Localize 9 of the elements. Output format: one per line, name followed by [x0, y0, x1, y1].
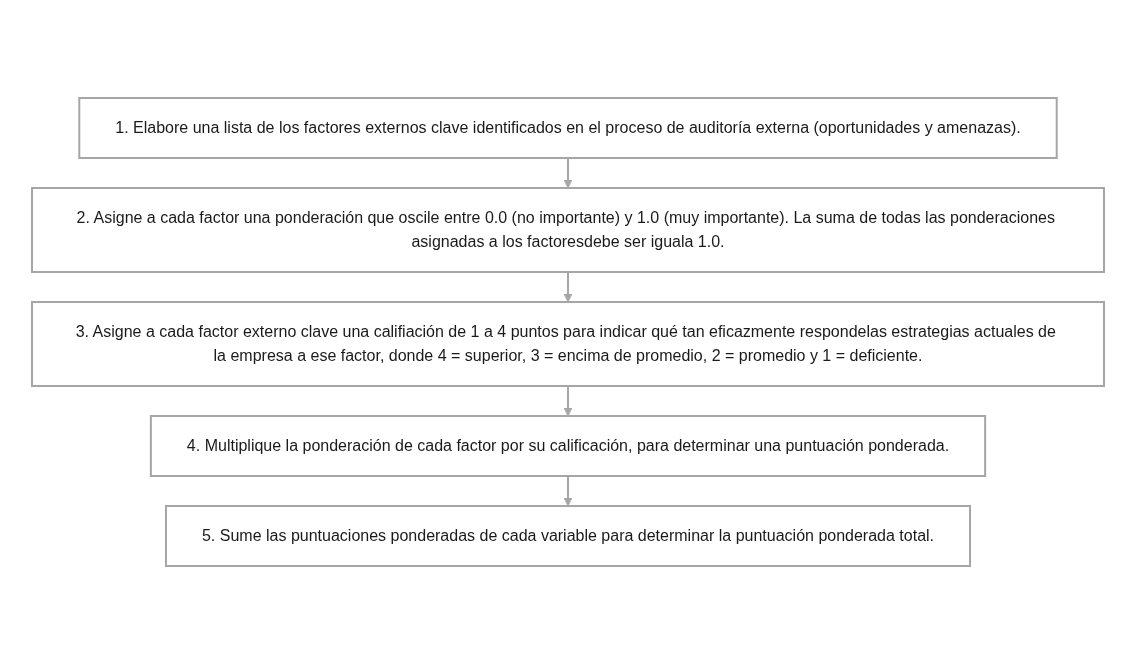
arrow	[563, 271, 572, 303]
node-box: 3. Asigne a cada factor externo clave una califiación de 1 a 4 puntos para indicar qué tan eficazmente respondelas estrategias actuales de la empresa a ese factor, donde 4 = superior, 3 = encima de promedio, 2 = promedio y 1 = deficiente.	[30, 301, 1105, 387]
node-box: 4. Multiplique la ponderación de cada factor por su calificación, para determinar una puntuación ponderada.	[149, 415, 986, 477]
node-box: 2. Asigne a cada factor una ponderación que oscile entre 0.0 (no importante) y 1.0 (muy importante). La suma de todas las ponderaciones asignadas a los factoresdebe ser iguala 1.0.	[30, 187, 1105, 273]
arrow	[563, 475, 572, 507]
node-box: 1. Elabore una lista de los factores externos clave identificados en el proceso de auditoría externa (oportunidades y amenazas).	[77, 97, 1058, 159]
arrow	[563, 385, 572, 417]
arrow	[563, 157, 572, 189]
node-box: 5. Sume las puntuaciones ponderadas de cada variable para determinar la puntuación ponderada total.	[164, 505, 971, 567]
